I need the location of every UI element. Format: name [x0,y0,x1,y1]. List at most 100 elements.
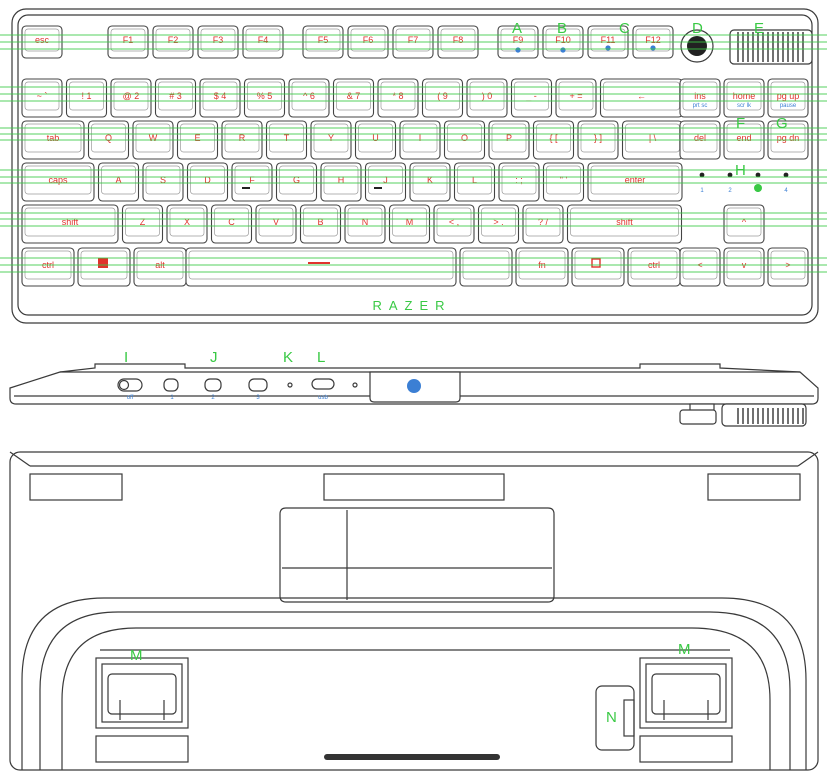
key-z-8-cap [433,204,475,244]
key-z-7-top [392,207,427,237]
key-num-0-top [24,81,60,111]
key-arrow-right: > [767,247,809,287]
key-bottom-4-cap [459,247,513,287]
key-num-7-cap [332,78,375,118]
key-f8-label: F8 [453,35,464,45]
key-z-1: Z [121,204,164,244]
key-z-6-cap [344,204,386,244]
callout-n: N [606,709,617,726]
bottom-view: M M N [9,451,819,771]
key-a-9: L [453,162,496,202]
key-num-8-label: * 8 [392,91,403,101]
menu-icon [591,258,601,268]
key-z-8: < , [433,204,475,244]
key-a-1-cap [97,162,140,202]
key-f11-top [590,28,626,52]
brand-logo-top: RAZER [372,298,451,313]
key-a-8-label: K [427,175,433,185]
key-bottom-0: ctrl [21,247,75,287]
key-z-5: B [299,204,342,244]
volume-roller [729,29,813,65]
led-active-indicator [754,184,762,192]
guide-lines [0,34,827,273]
key-z-10-top [525,207,561,237]
key-num-5: % 5 [243,78,286,118]
key-num-7-label: & 7 [347,91,361,101]
bottom-frame-inner [39,611,791,770]
profile-slot-1 [163,378,179,392]
key-q-12-top [580,123,616,153]
key-f6-top [350,28,386,52]
key-nav-top-1-label: home [733,91,756,101]
key-a-6-top [323,165,359,195]
key-z-0-top [24,207,116,237]
key-z-9: > . [477,204,520,244]
key-a-7-top [368,165,403,195]
key-num-13-label: ← [637,91,646,101]
key-num-10-label: ) 0 [482,91,493,101]
slot-2-label: 2 [211,395,215,401]
fn-glyph-1-icon [560,47,566,53]
key-f3-label: F3 [213,35,224,45]
key-num-12-label: + = [569,91,582,101]
rubber-pad-center [323,473,505,501]
key-a-4-label: F [249,175,255,185]
key-z-2-top [169,207,205,237]
key-f5-top [305,28,341,52]
key-q-3-top [180,123,215,153]
key-q-10-top [491,123,527,153]
key-a-9-label: L [472,175,477,185]
key-nav-top-2: pg up [767,78,809,118]
key-a-3-cap [186,162,229,202]
key-num-3-top [158,81,193,111]
key-z-0-cap [21,204,119,244]
kickstand-left [95,657,189,763]
key-z-10: ? / [522,204,564,244]
key-num-4-top [202,81,238,111]
key-nav-bottom-0-label: del [694,133,706,143]
spacebar-mark [308,262,330,264]
callout-h: H [735,162,746,179]
callout-j: J [210,349,218,366]
dongle-storage-slot [623,699,635,737]
key-z-2-cap [166,204,208,244]
key-a-7-cap [364,162,407,202]
key-a-8-cap [409,162,451,202]
key-q-4-label: R [239,133,246,143]
key-a-1-top [101,165,136,195]
key-q-10-label: P [506,133,512,143]
key-num-9: ( 9 [421,78,464,118]
callouts-top: A B C D E F G H [512,20,788,179]
led-dot-1 [699,172,705,178]
kickstand-right-pad [639,735,733,763]
led-dot-3 [755,172,761,178]
key-a-7: J [364,162,407,202]
key-z-11-label: shift [616,217,633,227]
key-z-4-top [258,207,294,237]
key-nav-top-2-sub: pause [780,103,797,109]
key-nav-top-0-sub: prt sc [693,103,708,109]
callout-m-right: M [678,641,691,658]
key-nav-top-2-label: pg up [777,91,800,101]
key-nav-top-0: ins [679,78,721,118]
key-q-6-label: Y [328,133,334,143]
key-num-10: ) 0 [466,78,508,118]
windows-icon [98,258,108,268]
key-num-10-top [469,81,505,111]
roller-side-ribs [737,408,804,424]
key-q-9-label: O [461,133,468,143]
key-a-2: S [142,162,184,202]
key-f7-top [395,28,431,52]
key-num-10-cap [466,78,508,118]
fn-glyph-2-icon [605,45,611,51]
key-f7-label: F7 [408,35,419,45]
key-num-7: & 7 [332,78,375,118]
key-num-2-top [113,81,149,111]
key-q-7-label: U [372,133,379,143]
kickstand-left-foot [107,673,177,715]
callout-i: I [124,349,128,366]
key-z-9-top [481,207,516,237]
key-z-3-top [214,207,249,237]
side-view: off 1 2 3 usb I J K L [9,349,819,427]
